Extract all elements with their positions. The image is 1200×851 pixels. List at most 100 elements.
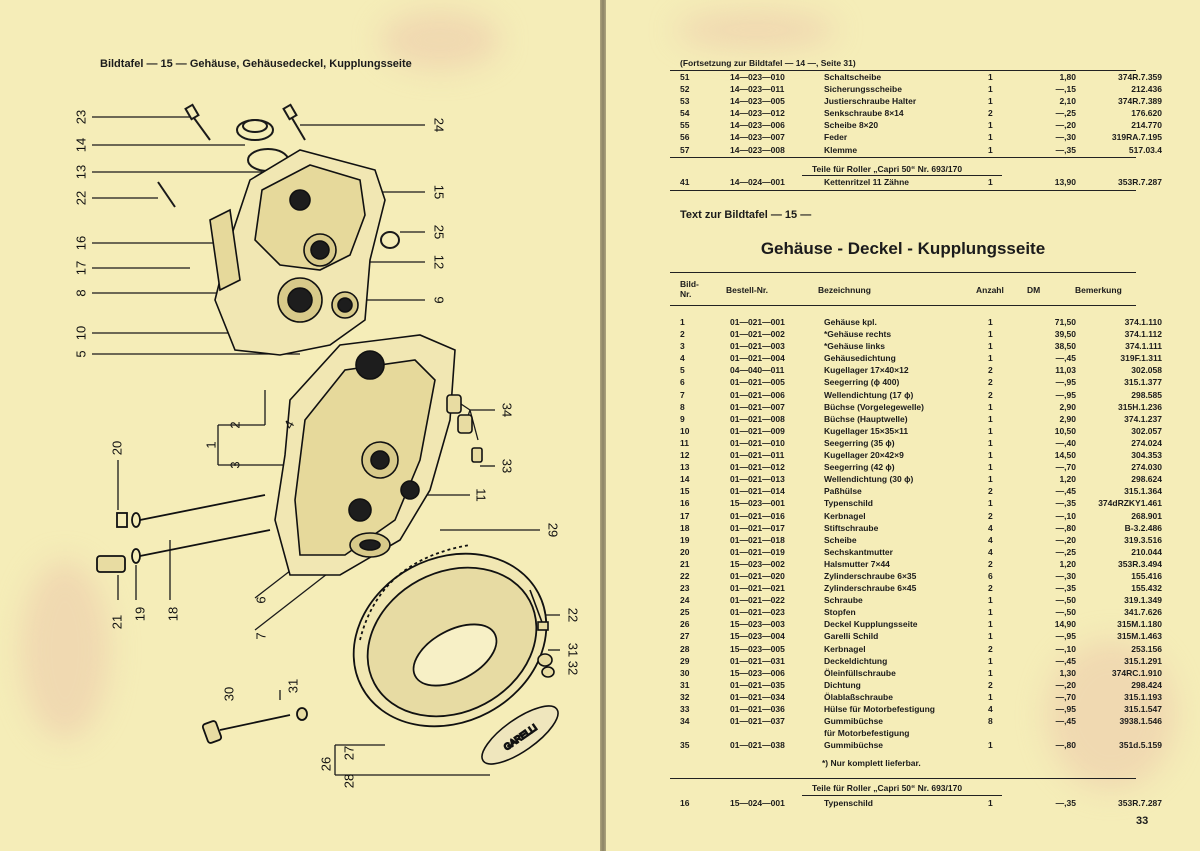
bezeichnung-cell: Gummibüchse (824, 740, 884, 751)
bild-nr-cell: 51 (680, 72, 690, 82)
dm-cell: 2,90 (1059, 401, 1076, 412)
bestell-nr-cell: 15—023—002 (730, 558, 785, 569)
bemerkung-cell: 341.7.626 (1124, 607, 1162, 618)
bezeichnung-cell: Büchse (Vorgelegewelle) (824, 401, 924, 412)
anzahl-cell: 1 (988, 120, 993, 131)
exploded-view-drawing: GARELLI 23141322161781052415251293421343… (73, 103, 581, 788)
bezeichnung-cell: Scheibe 8×20 (824, 120, 879, 131)
dm-cell: —,50 (1055, 607, 1076, 618)
anzahl-cell: 1 (988, 353, 993, 364)
bemerkung-cell: 315M.1.180 (1117, 619, 1162, 630)
bestell-nr-cell: 01—021—034 (730, 691, 785, 702)
bild-nr-cell: 25 (680, 607, 690, 618)
bestell-nr-cell: 01—021—016 (730, 510, 785, 521)
bild-nr-cell: 34 (680, 716, 690, 727)
anzahl-cell: 2 (988, 679, 993, 690)
bestell-nr-cell: 01—021—013 (730, 474, 785, 485)
callout-number: 21 (109, 615, 124, 629)
dm-cell: 1,20 (1059, 474, 1076, 485)
bemerkung-cell: 319.3.516 (1124, 534, 1162, 545)
bezeichnung-cell: für Motorbefestigung (824, 728, 910, 739)
bild-nr-cell: 6 (680, 377, 685, 388)
dm-cell: 1,30 (1059, 667, 1076, 678)
bestell-nr-cell: 14—023—010 (730, 72, 785, 82)
header-bestell-nr: Bestell-Nr. (726, 285, 769, 295)
anzahl-cell (988, 727, 1028, 739)
anzahl-cell: 2 (988, 365, 993, 376)
paper-stain (676, 10, 836, 50)
anzahl-cell: 1 (988, 667, 993, 678)
anzahl-cell: 1 (988, 132, 993, 143)
bild-nr-cell: 56 (680, 132, 690, 143)
anzahl-cell: 1 (988, 341, 993, 352)
bestell-nr-cell: 14—023—012 (730, 108, 785, 119)
bild-nr-cell: 16 (680, 498, 690, 509)
anzahl-cell: 2 (988, 558, 993, 569)
bezeichnung-cell: *Gehäuse links (824, 341, 885, 352)
divider (670, 778, 1136, 779)
anzahl-cell: 4 (988, 522, 993, 533)
dm-cell: —,40 (1055, 437, 1076, 448)
bild-nr-cell: 53 (680, 96, 690, 107)
bestell-nr-cell: 14—023—007 (730, 132, 785, 143)
bemerkung-cell: 319RA.7.195 (1111, 132, 1162, 143)
bezeichnung-cell: Seegerring (42 ϕ) (824, 462, 895, 473)
anzahl-cell: 1 (988, 740, 993, 751)
dm-cell: 2,90 (1059, 413, 1076, 424)
callout-number: 6 (253, 596, 268, 603)
bestell-nr-cell: 01—021—008 (730, 413, 785, 424)
callout-number: 5 (73, 350, 88, 357)
anzahl-cell: 4 (988, 546, 993, 557)
bemerkung-cell: 319F.1.311 (1120, 353, 1162, 364)
bezeichnung-cell: Kerbnagel (824, 510, 866, 521)
bemerkung-cell: 212.436 (1131, 84, 1162, 95)
bestell-nr-cell: 01—021—021 (730, 583, 785, 594)
bezeichnung-cell: Kugellager 15×35×11 (824, 425, 909, 436)
bemerkung-cell: 374R.7.359 (1118, 72, 1162, 82)
dm-cell: —,95 (1055, 389, 1076, 400)
dm-cell: —,70 (1055, 691, 1076, 702)
bezeichnung-cell: Kugellager 20×42×9 (824, 450, 904, 461)
callout-number: 22 (566, 608, 581, 622)
bezeichnung-cell: Zylinderschraube 6×45 (824, 583, 917, 594)
anzahl-cell: 1 (988, 619, 993, 630)
dm-cell: 1,20 (1059, 558, 1076, 569)
anzahl-cell: 2 (988, 108, 993, 119)
bild-nr-cell: 22 (680, 570, 690, 581)
bezeichnung-cell: Seegerring (35 ϕ) (824, 437, 895, 448)
bild-nr-cell: 1 (680, 317, 685, 327)
bild-nr-cell: 55 (680, 120, 690, 131)
anzahl-cell: 1 (988, 96, 993, 107)
bezeichnung-cell: Wellendichtung (30 ϕ) (824, 474, 914, 485)
anzahl-cell: 1 (988, 462, 993, 473)
bestell-nr-cell: 15—023—004 (730, 631, 785, 642)
callout-number: 10 (73, 326, 88, 340)
bemerkung-cell: 315.1.377 (1124, 377, 1162, 388)
bemerkung-cell: 274.030 (1131, 462, 1162, 473)
divider (802, 175, 1002, 176)
bestell-nr-cell: 15—024—001 (730, 798, 785, 808)
anzahl-cell: 1 (988, 450, 993, 461)
left-page: Bildtafel — 15 — Gehäuse, Gehäusedeckel,… (0, 0, 600, 851)
anzahl-cell: 1 (988, 84, 993, 95)
bild-nr-cell: 31 (680, 679, 690, 690)
bezeichnung-cell: Hülse für Motorbefestigung (824, 704, 935, 714)
dm-cell: —,45 (1055, 486, 1076, 497)
header-bezeichnung: Bezeichnung (818, 285, 871, 295)
bemerkung-cell: 319.1.349 (1124, 595, 1162, 606)
bild-nr-cell: 24 (680, 595, 690, 606)
bezeichnung-cell: Seegerring (ϕ 400) (824, 377, 900, 388)
bestell-nr-cell: 01—021—012 (730, 462, 785, 473)
divider (670, 272, 1136, 273)
bemerkung-cell: 302.057 (1131, 425, 1162, 436)
bestell-nr-cell: 01—021—020 (730, 570, 785, 581)
bild-nr-cell: 4 (680, 353, 685, 364)
bestell-nr-cell: 14—023—011 (730, 84, 785, 95)
